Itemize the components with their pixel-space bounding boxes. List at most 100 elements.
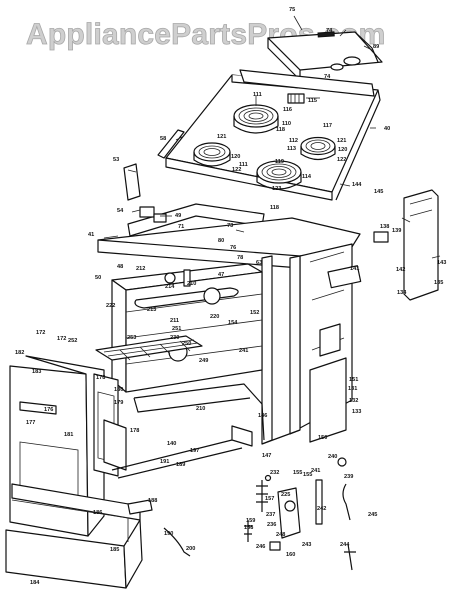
part-callout-110: 110 bbox=[282, 121, 291, 127]
part-callout-211: 211 bbox=[170, 318, 179, 324]
part-callout-74: 74 bbox=[324, 74, 331, 80]
part-callout-178: 178 bbox=[130, 428, 139, 434]
part-callout-230: 230 bbox=[170, 335, 179, 341]
part-callout-40: 40 bbox=[384, 126, 390, 132]
part-callout-154: 154 bbox=[228, 320, 238, 326]
part-callout-248: 248 bbox=[276, 532, 285, 538]
part-callout-120: 120 bbox=[338, 147, 347, 153]
part-callout-185: 185 bbox=[110, 547, 119, 553]
part-callout-135: 135 bbox=[434, 280, 443, 286]
part-callout-48: 48 bbox=[117, 264, 123, 270]
part-callout-253: 253 bbox=[127, 335, 136, 341]
part-callout-243: 243 bbox=[302, 542, 311, 548]
part-callout-63: 63 bbox=[256, 260, 262, 266]
part-callout-122: 122 bbox=[232, 167, 241, 173]
storage-drawer bbox=[5, 483, 153, 589]
part-callout-242: 242 bbox=[317, 506, 326, 512]
oven-liner bbox=[95, 263, 265, 441]
part-callout-122: 122 bbox=[337, 157, 346, 163]
part-callout-114: 114 bbox=[302, 174, 312, 180]
part-callout-112: 112 bbox=[289, 138, 298, 144]
part-callout-252: 252 bbox=[68, 338, 77, 344]
part-callout-158: 158 bbox=[244, 525, 253, 531]
part-callout-121: 121 bbox=[337, 138, 346, 144]
part-callout-237: 237 bbox=[266, 512, 275, 518]
part-callout-132: 132 bbox=[349, 398, 358, 404]
part-callout-118: 118 bbox=[270, 205, 279, 211]
part-callout-118: 118 bbox=[276, 127, 285, 133]
part-callout-144: 144 bbox=[352, 182, 362, 188]
part-callout-240: 240 bbox=[328, 454, 337, 460]
part-callout-182: 182 bbox=[15, 350, 24, 356]
part-callout-244: 244 bbox=[340, 542, 350, 548]
part-callout-119: 119 bbox=[275, 159, 284, 165]
part-callout-47: 47 bbox=[218, 272, 224, 278]
part-callout-183: 183 bbox=[32, 369, 41, 375]
part-callout-246: 246 bbox=[256, 544, 265, 550]
part-callout-142: 142 bbox=[396, 267, 405, 273]
part-callout-241: 241 bbox=[239, 348, 248, 354]
part-callout-54: 54 bbox=[117, 208, 124, 214]
part-callout-181: 181 bbox=[64, 432, 73, 438]
part-callout-214: 214 bbox=[165, 284, 175, 290]
part-callout-138: 138 bbox=[380, 224, 389, 230]
part-callout-200: 200 bbox=[186, 546, 195, 552]
part-callout-146: 146 bbox=[258, 413, 267, 419]
part-callout-197: 197 bbox=[190, 448, 199, 454]
part-callout-76: 76 bbox=[230, 245, 236, 251]
part-callout-172: 172 bbox=[36, 330, 45, 336]
part-callout-111: 111 bbox=[239, 162, 248, 168]
part-callout-133: 133 bbox=[352, 409, 361, 415]
cooktop-assembly bbox=[157, 69, 381, 201]
part-callout-140: 140 bbox=[167, 441, 176, 447]
part-callout-150: 150 bbox=[318, 435, 327, 441]
part-callout-172: 172 bbox=[57, 336, 66, 342]
part-callout-89: 89 bbox=[373, 44, 379, 50]
part-callout-134: 134 bbox=[397, 290, 407, 296]
part-callout-160: 160 bbox=[286, 552, 295, 558]
part-callout-143: 143 bbox=[437, 260, 446, 266]
part-callout-117: 117 bbox=[323, 123, 332, 129]
lower-components bbox=[163, 457, 356, 571]
surface-element-rear-right bbox=[300, 136, 336, 161]
part-callout-190: 190 bbox=[164, 531, 173, 537]
part-callout-225: 225 bbox=[281, 492, 290, 498]
part-callout-111: 111 bbox=[253, 92, 262, 98]
part-callout-41: 41 bbox=[88, 232, 94, 238]
part-callout-189: 189 bbox=[176, 462, 185, 468]
part-callout-157: 157 bbox=[265, 496, 274, 502]
surface-element-front-left bbox=[193, 142, 231, 167]
part-callout-151: 151 bbox=[349, 377, 358, 383]
part-callout-75: 75 bbox=[289, 7, 295, 13]
part-callout-186: 186 bbox=[93, 510, 102, 516]
part-callout-241: 241 bbox=[311, 468, 320, 474]
part-callout-116: 116 bbox=[283, 107, 292, 113]
part-callout-53: 53 bbox=[113, 157, 119, 163]
part-callout-210: 210 bbox=[196, 406, 205, 412]
part-callout-236: 236 bbox=[267, 522, 276, 528]
callout-labels: 7574897440116115111110118121120122117112… bbox=[15, 7, 446, 586]
part-callout-49: 49 bbox=[175, 213, 181, 219]
part-callout-179: 179 bbox=[114, 400, 123, 406]
part-callout-78: 78 bbox=[237, 255, 243, 261]
part-callout-152: 152 bbox=[250, 310, 259, 316]
back-panel bbox=[309, 323, 347, 443]
part-callout-80: 80 bbox=[218, 238, 224, 244]
leader-lines bbox=[103, 15, 441, 259]
part-callout-239: 239 bbox=[344, 474, 353, 480]
part-callout-188: 188 bbox=[148, 498, 157, 504]
part-callout-178: 178 bbox=[96, 375, 105, 381]
surface-element-front-right bbox=[256, 160, 302, 190]
part-callout-245: 245 bbox=[368, 512, 377, 518]
part-callout-113: 113 bbox=[287, 146, 296, 152]
part-callout-155: 155 bbox=[303, 472, 312, 478]
part-callout-232: 232 bbox=[270, 470, 279, 476]
part-callout-120: 120 bbox=[231, 154, 240, 160]
part-callout-121: 121 bbox=[217, 134, 226, 140]
part-callout-220: 220 bbox=[210, 314, 219, 320]
part-callout-141: 141 bbox=[350, 266, 359, 272]
part-callout-222: 222 bbox=[106, 303, 115, 309]
part-callout-115: 115 bbox=[308, 98, 317, 104]
